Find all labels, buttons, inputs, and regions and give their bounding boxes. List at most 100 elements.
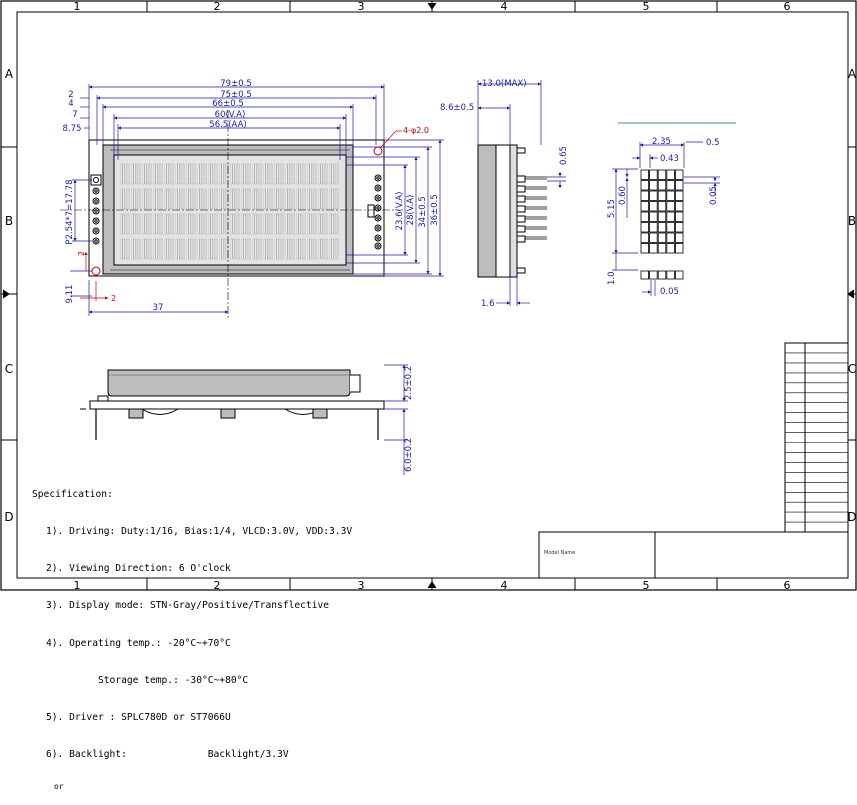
dim-60: 60(V.A) (215, 110, 246, 120)
dim-8-75: 8.75 (63, 124, 82, 134)
col-label-top-4: 4 (501, 0, 508, 13)
pixel-dot (640, 169, 649, 180)
dim-8-6: 8.6±0.5 (440, 103, 474, 113)
front-width-labels: 79±0.5 75±0.5 66±0.5 60(V.A) 56.5(AA) 2 … (63, 79, 252, 313)
character-cell (164, 188, 174, 210)
character-cell (329, 188, 339, 210)
character-cell (153, 213, 163, 235)
pixel-dot (666, 201, 675, 212)
pixel-dot (675, 243, 684, 254)
pixel-dot (657, 201, 667, 212)
dim-36: 36±0.5 (430, 194, 440, 225)
row-label-right-c: C (848, 362, 856, 376)
dim-0-5: 0.5 (706, 138, 720, 148)
frame-row-labels: A B C D A B C D (4, 67, 857, 524)
pixel-dot (640, 232, 649, 243)
dim-2-5: 2.5±0.2 (404, 366, 414, 400)
character-cell (153, 188, 163, 210)
bottom-view: 2.5±0.2 6.0±0.2 (80, 364, 414, 475)
character-cell (307, 188, 317, 210)
character-cell (186, 238, 196, 260)
character-cell (263, 163, 273, 185)
cursor-dot (657, 270, 667, 280)
character-cell (329, 238, 339, 260)
character-cell (120, 163, 130, 185)
pad-dimensions: 2 2 (77, 251, 116, 303)
pixel-dot (666, 243, 675, 254)
row-label-right-a: A (848, 67, 857, 81)
spec-storage: Storage temp.: -30°C~+80°C (98, 674, 249, 686)
right-pin-column (367, 146, 383, 250)
pixel-dot (649, 169, 658, 180)
dim-66: 66±0.5 (212, 99, 243, 109)
pixel-dot (640, 180, 649, 191)
col-label-bottom-2: 2 (214, 579, 221, 591)
character-cell (153, 238, 163, 260)
character-cell (197, 213, 207, 235)
spec-item-4: 4). Operating temp.: -20°C~+70°C (46, 637, 231, 649)
character-cell (296, 213, 306, 235)
pixel-dot (649, 222, 658, 233)
pixel-dot (649, 190, 658, 201)
cursor-dot (666, 270, 675, 280)
character-cell (230, 238, 240, 260)
col-label-top-3: 3 (358, 0, 365, 13)
character-cell (120, 213, 130, 235)
pixel-dot (657, 180, 667, 191)
pixel-dot (666, 232, 675, 243)
character-cell (252, 238, 262, 260)
pixel-dot (675, 169, 684, 180)
character-cell (252, 163, 262, 185)
pixel-dot (666, 180, 675, 191)
character-cell (307, 238, 317, 260)
character-cell (208, 213, 218, 235)
front-height-dimensions (70, 139, 444, 297)
character-cell (164, 163, 174, 185)
col-label-bottom-1: 1 (74, 579, 81, 591)
revision-table-rows (785, 352, 848, 533)
character-cell (318, 213, 328, 235)
character-cell (164, 213, 174, 235)
character-cell (131, 188, 141, 210)
dim-13-max: 13.0(MAX) (482, 79, 527, 89)
character-cell (142, 238, 152, 260)
character-cell (164, 238, 174, 260)
row-label-right-b: B (848, 214, 856, 228)
character-cell (307, 163, 317, 185)
row-label-left-b: B (5, 214, 13, 228)
character-cell (186, 188, 196, 210)
character-cell (208, 188, 218, 210)
col-label-top-5: 5 (643, 0, 650, 13)
spec-or: or (54, 781, 64, 791)
frame-column-labels: 1 2 3 4 5 6 1 2 3 4 5 6 (74, 0, 791, 591)
character-cell (252, 213, 262, 235)
dim-pad-2-vertical: 2 (77, 251, 86, 256)
character-cell (175, 213, 185, 235)
pixel-dot (657, 232, 667, 243)
spec-item-5: 5). Driver : SPLC780D or ST7066U (46, 712, 231, 724)
character-cell (186, 213, 196, 235)
dim-56-5: 56.5(AA) (209, 120, 246, 130)
spec-item-1: 1). Driving: Duty:1/16, Bias:1/4, VLCD:3… (46, 526, 353, 538)
dim-0-43: 0.43 (660, 154, 679, 164)
character-cell (285, 188, 295, 210)
dim-75: 75±0.5 (220, 90, 251, 100)
hole-callout: 4-φ2.0 (380, 126, 429, 148)
character-cell (241, 163, 251, 185)
sheet-frame (0, 0, 857, 591)
character-cell (296, 163, 306, 185)
dim-0-65: 0.65 (559, 146, 569, 165)
character-cell (219, 238, 229, 260)
spec-heading: Specification: (32, 488, 113, 500)
pixel-dot (657, 169, 667, 180)
col-label-bottom-6: 6 (784, 579, 791, 591)
character-cell (318, 163, 328, 185)
cursor-dot (640, 270, 649, 280)
pixel-dot (640, 211, 649, 222)
character-cell (175, 188, 185, 210)
col-label-top-6: 6 (784, 0, 791, 13)
character-cell (263, 238, 273, 260)
pixel-dot (649, 180, 658, 191)
character-cell (197, 163, 207, 185)
row-label-left-a: A (5, 67, 14, 81)
